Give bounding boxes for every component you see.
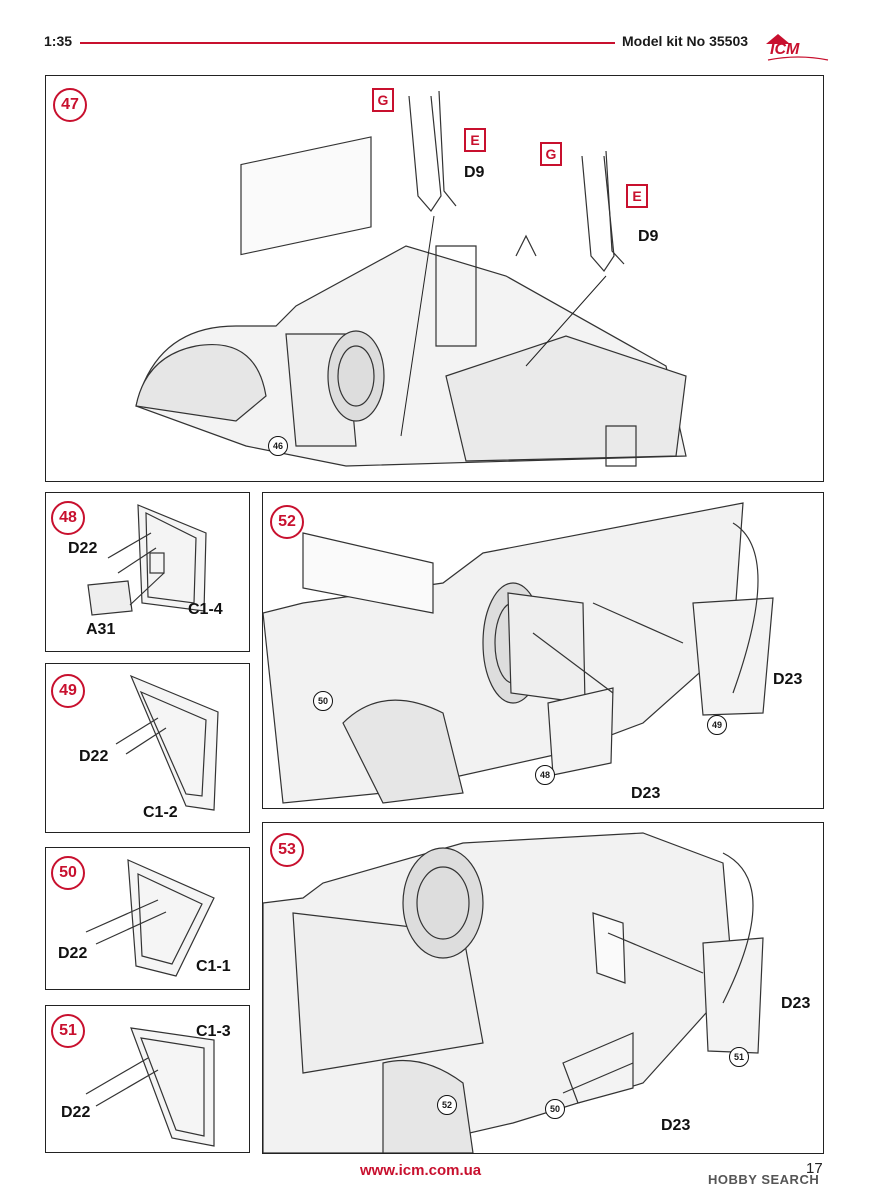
door-frame-drawing — [85, 859, 215, 977]
vehicle-front-assembly-drawing — [263, 832, 764, 1153]
step-reference: 50 — [313, 691, 333, 711]
part-label-d23: D23 — [631, 785, 661, 802]
svg-text:ICM: ICM — [770, 41, 800, 58]
step-reference: 52 — [437, 1095, 457, 1115]
part-label-c1-2: C1-2 — [143, 804, 178, 821]
step-number: 49 — [51, 674, 85, 708]
step-number: 50 — [51, 856, 85, 890]
part-label-d23: D23 — [661, 1117, 691, 1134]
step-number: 47 — [53, 88, 87, 122]
part-label-d22: D22 — [68, 540, 98, 557]
step-reference: 49 — [707, 715, 727, 735]
door-frame-drawing — [85, 1027, 215, 1147]
part-label-d22: D22 — [58, 945, 88, 962]
step-52-panel: 52 D23 D23 50 49 48 — [262, 492, 824, 809]
vehicle-assembly-drawing — [135, 90, 687, 467]
part-label-e: E — [626, 184, 648, 208]
part-label-c1-4: C1-4 — [188, 601, 223, 618]
step-50-panel: 50 D22 C1-1 — [45, 847, 250, 990]
part-label-d22: D22 — [61, 1104, 91, 1121]
step-reference: 46 — [268, 436, 288, 456]
part-label-g: G — [540, 142, 562, 166]
kit-number: Model kit No 35503 — [622, 33, 749, 49]
step-49-panel: 49 D22 C1-2 — [45, 663, 250, 833]
step-number: 53 — [270, 833, 304, 867]
part-label-d23: D23 — [781, 995, 811, 1012]
part-label-d9: D9 — [464, 164, 485, 181]
step-48-panel: 48 D22 A31 C1-4 — [45, 492, 250, 652]
vehicle-rear-assembly-drawing — [263, 502, 774, 804]
door-frame-drawing — [115, 674, 219, 811]
page-number: 17 — [806, 1160, 823, 1177]
step-number: 51 — [51, 1014, 85, 1048]
part-label-a31: A31 — [86, 621, 116, 638]
hobby-search-watermark: HOBBY SEARCH — [708, 1172, 820, 1187]
step-51-panel: 51 C1-3 D22 — [45, 1005, 250, 1153]
step-number: 52 — [270, 505, 304, 539]
step-47-panel: 47 G E D9 G E D9 46 — [45, 75, 824, 482]
part-label-c1-3: C1-3 — [196, 1023, 231, 1040]
icm-logo: ICM — [766, 34, 829, 61]
part-label-d22: D22 — [79, 748, 109, 765]
step-number: 48 — [51, 501, 85, 535]
step-reference: 48 — [535, 765, 555, 785]
part-label-d9: D9 — [638, 228, 659, 245]
step-53-panel: 53 D23 D23 51 52 50 — [262, 822, 824, 1154]
part-label-d23: D23 — [773, 671, 803, 688]
step-reference: 50 — [545, 1099, 565, 1119]
part-label-g: G — [372, 88, 394, 112]
door-part-drawing — [87, 504, 207, 616]
step-reference: 51 — [729, 1047, 749, 1067]
scale-label: 1:35 — [44, 33, 73, 49]
header-rule — [80, 42, 615, 44]
website-link[interactable]: www.icm.com.ua — [360, 1162, 482, 1179]
part-label-e: E — [464, 128, 486, 152]
part-label-c1-1: C1-1 — [196, 958, 231, 975]
